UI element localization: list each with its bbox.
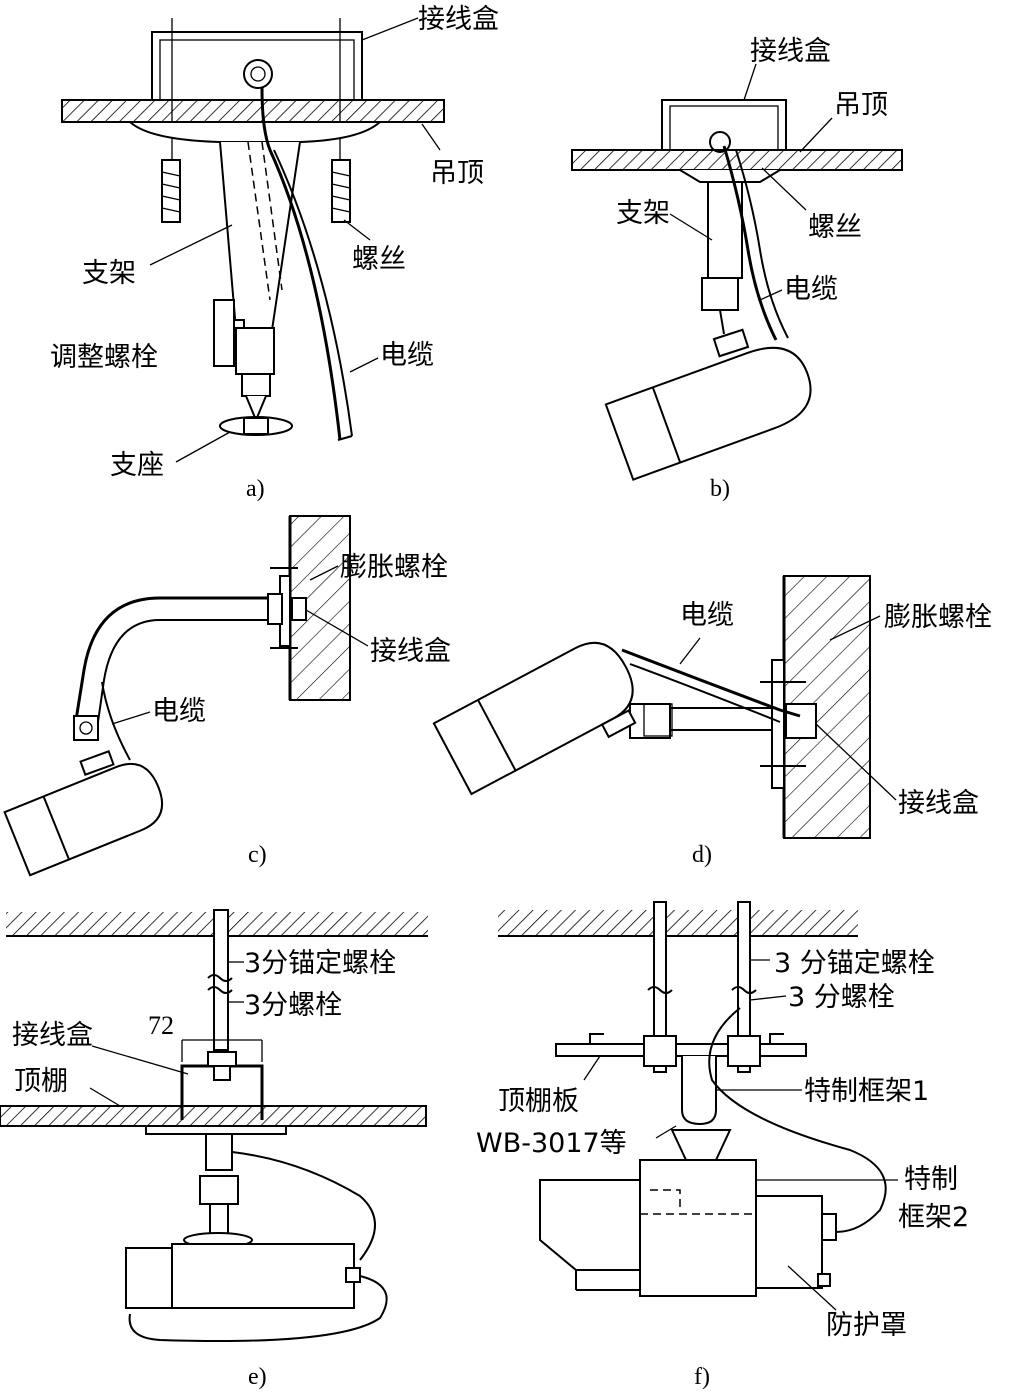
label-f-model: WB-3017等 (476, 1128, 627, 1159)
panel-e: 72 3分锚定螺栓 3分螺栓 接线盒 顶棚 e) (0, 909, 428, 1390)
label-b-junction-box: 接线盒 (750, 36, 831, 67)
cable-e (231, 1151, 376, 1261)
mount-base (127, 121, 383, 143)
label-a-ceiling: 吊顶 (430, 158, 484, 189)
arm-d (669, 707, 773, 731)
label-e-bolt: 3分螺栓 (244, 990, 342, 1021)
ceiling-board-e (0, 1105, 427, 1127)
label-e-junction-box: 接线盒 (12, 1020, 93, 1051)
right-screw (331, 159, 351, 223)
caption-f: f) (694, 1364, 710, 1390)
caption-a: a) (246, 476, 265, 502)
label-b-cable: 电缆 (784, 274, 838, 305)
label-d-cable: 电缆 (680, 600, 734, 631)
caption-d: d) (692, 842, 712, 868)
label-a-adjust-bolt: 调整螺栓 (50, 342, 158, 373)
label-d-junction-box: 接线盒 (898, 788, 979, 819)
camera-c (3, 762, 163, 877)
cable-d (621, 648, 801, 718)
label-f-anchor-bolt: 3 分锚定螺栓 (774, 948, 935, 979)
camera-lens-e (125, 1247, 173, 1309)
ceiling-top-f (498, 910, 858, 936)
dimension-72: 72 (148, 1011, 174, 1040)
junction-box-d (785, 703, 817, 739)
caption-c: c) (248, 842, 267, 868)
panel-a: 接线盒 吊顶 支架 螺丝 调整螺栓 电缆 支座 a) (50, 4, 499, 502)
label-e-ceiling: 顶棚 (14, 1066, 68, 1097)
label-b-bracket: 支架 (616, 198, 670, 229)
label-e-anchor-bolt: 3分锚定螺栓 (244, 948, 396, 979)
label-c-expansion-bolt: 膨胀螺栓 (340, 552, 448, 583)
label-a-bracket: 支架 (82, 258, 136, 289)
junction-box-c (291, 597, 307, 621)
label-a-cable: 电缆 (380, 340, 434, 371)
arm-c (74, 596, 268, 721)
panel-d: 电缆 膨胀螺栓 接线盒 d) (432, 575, 992, 868)
frame1 (681, 1056, 717, 1126)
label-f-bolt: 3 分螺栓 (788, 982, 895, 1013)
panel-f: 3 分锚定螺栓 3 分螺栓 顶棚板 特制框架1 WB-3017等 特制 框架2 … (476, 901, 969, 1390)
camera-b (604, 346, 812, 481)
camera-d (432, 641, 637, 796)
caption-b: b) (710, 476, 730, 502)
frame2 (639, 1159, 757, 1297)
caption-e: e) (248, 1364, 267, 1390)
panel-c: 膨胀螺栓 接线盒 电缆 c) (3, 515, 451, 877)
label-f-ceiling-board: 顶棚板 (498, 1086, 579, 1117)
adjust-bolt (213, 299, 235, 367)
ceiling-slab (61, 99, 445, 123)
label-f-housing: 防护罩 (826, 1310, 907, 1341)
label-a-junction-box: 接线盒 (418, 4, 499, 35)
ceiling-board-f (555, 1043, 807, 1057)
label-b-ceiling: 吊顶 (834, 90, 888, 121)
label-a-screw: 螺丝 (352, 244, 406, 275)
label-b-screw: 螺丝 (808, 212, 862, 243)
cable-f (708, 1007, 887, 1233)
cable-c (101, 681, 131, 761)
camera-body-e (171, 1243, 355, 1309)
label-f-frame1: 特制框架1 (804, 1076, 929, 1107)
left-screw (161, 159, 181, 223)
cable-a (260, 87, 342, 441)
label-f-frame2-line1: 特制 (904, 1164, 958, 1195)
junction-box-b (661, 99, 787, 151)
housing (539, 1179, 641, 1271)
label-d-expansion-bolt: 膨胀螺栓 (884, 602, 992, 633)
label-c-cable: 电缆 (152, 696, 206, 727)
label-c-junction-box: 接线盒 (370, 636, 451, 667)
label-f-frame2-line2: 框架2 (898, 1202, 969, 1233)
panel-b: 接线盒 吊顶 支架 螺丝 电缆 b) (571, 36, 903, 502)
cable-b (722, 145, 778, 341)
junction-box (151, 31, 363, 101)
label-a-base: 支座 (110, 450, 164, 481)
